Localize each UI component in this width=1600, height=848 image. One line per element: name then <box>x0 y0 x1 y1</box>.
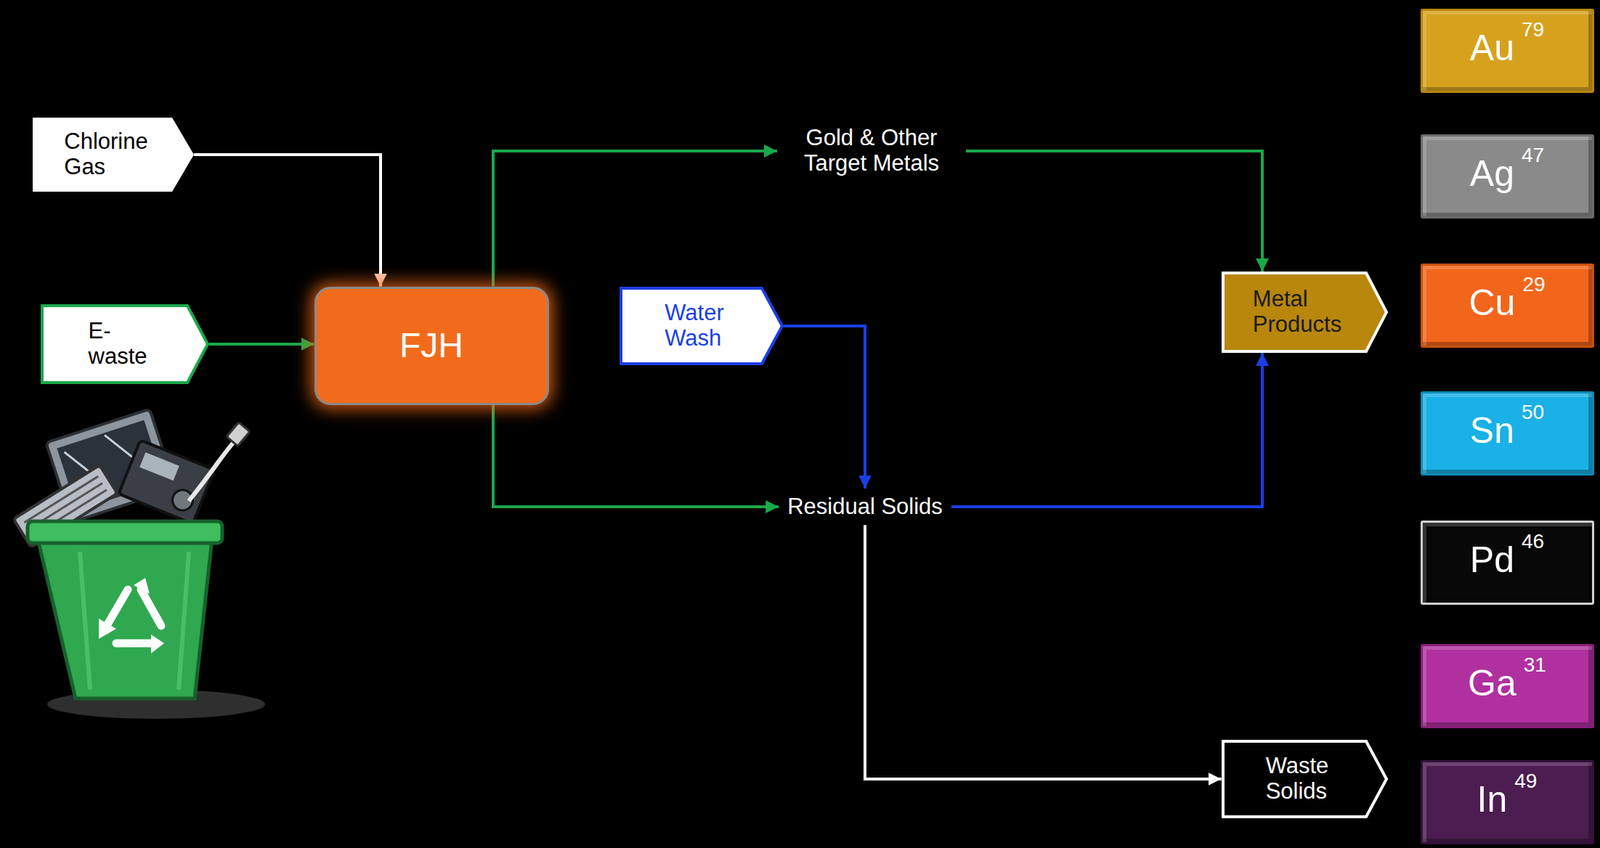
element-symbol: Pd <box>1469 541 1515 579</box>
stream-label: Gold & Other Target Metals <box>777 119 966 182</box>
tag-shape <box>1223 741 1387 818</box>
flow-arrow <box>783 326 866 489</box>
element-tile: Ga 31 <box>1420 644 1595 729</box>
element-symbol: In <box>1477 781 1508 818</box>
node-text: Chlorine Gas <box>63 129 148 180</box>
recycle-arrow <box>116 639 152 648</box>
flow-arrow <box>493 151 778 287</box>
bin-ribs <box>79 551 189 690</box>
element-symbol: Au <box>1469 29 1515 67</box>
element-tile: Pd 46 <box>1420 520 1595 605</box>
atomic-number: 47 <box>1521 145 1545 166</box>
atomic-number: 46 <box>1521 531 1545 552</box>
flow-arrow <box>193 154 381 287</box>
recycle-arrow <box>140 589 162 627</box>
radio-display <box>139 452 180 481</box>
recycle-bin-illustration <box>13 408 266 720</box>
stream-label: Residual Solids <box>778 488 952 526</box>
flow-arrow <box>965 151 1263 272</box>
element-symbol: Ag <box>1469 155 1515 192</box>
node-text: Gold & Other Target Metals <box>785 125 958 176</box>
tag-shape <box>620 288 783 364</box>
node-text: Residual Solids <box>787 494 943 521</box>
element-tile: Cu 29 <box>1420 263 1595 348</box>
recycle-symbol <box>107 589 162 644</box>
bin-body <box>37 538 213 699</box>
recycle-head <box>151 634 165 654</box>
radio-body <box>118 440 215 524</box>
input-tag: Water Wash <box>619 286 784 366</box>
output-tag: Waste Solids <box>1221 740 1388 819</box>
input-tag: E-waste <box>40 304 210 385</box>
node-text: Waste Solids <box>1265 753 1330 804</box>
element-tile: In 49 <box>1420 760 1595 845</box>
node-text: E-waste <box>88 318 148 369</box>
tag-shape <box>42 305 208 383</box>
atomic-number: 79 <box>1521 19 1545 40</box>
flow-arrow <box>209 342 315 346</box>
element-symbol: Ga <box>1467 665 1517 702</box>
plug <box>226 422 250 447</box>
atomic-number: 49 <box>1514 771 1537 792</box>
process-box: FJH <box>314 286 550 406</box>
atomic-number: 50 <box>1521 402 1545 423</box>
radio-drawing <box>118 440 215 524</box>
element-tile: Au 79 <box>1420 8 1595 93</box>
atomic-number: 31 <box>1523 655 1547 676</box>
flow-arrow <box>493 405 779 508</box>
node-text: Water Wash <box>664 300 725 351</box>
recycle-head <box>133 578 150 595</box>
output-tag: Metal Products <box>1221 271 1388 353</box>
element-tile: Sn 50 <box>1420 391 1595 476</box>
bin-rim <box>27 521 223 544</box>
flow-arrow <box>951 352 1263 507</box>
node-text: Metal Products <box>1252 286 1342 337</box>
recycle-head <box>98 618 117 640</box>
tag-shape <box>1223 273 1387 352</box>
node-text: FJH <box>399 326 464 366</box>
element-symbol: Sn <box>1469 412 1515 449</box>
element-tile: Ag 47 <box>1420 134 1595 219</box>
cable <box>188 435 240 502</box>
flow-arrow <box>865 525 1222 780</box>
recycle-arrow <box>107 589 128 625</box>
element-symbol: Cu <box>1468 284 1516 322</box>
input-tag: Chlorine Gas <box>32 117 194 192</box>
recycle-heads <box>98 578 165 654</box>
tag-shape <box>32 117 194 192</box>
atomic-number: 29 <box>1522 274 1545 295</box>
